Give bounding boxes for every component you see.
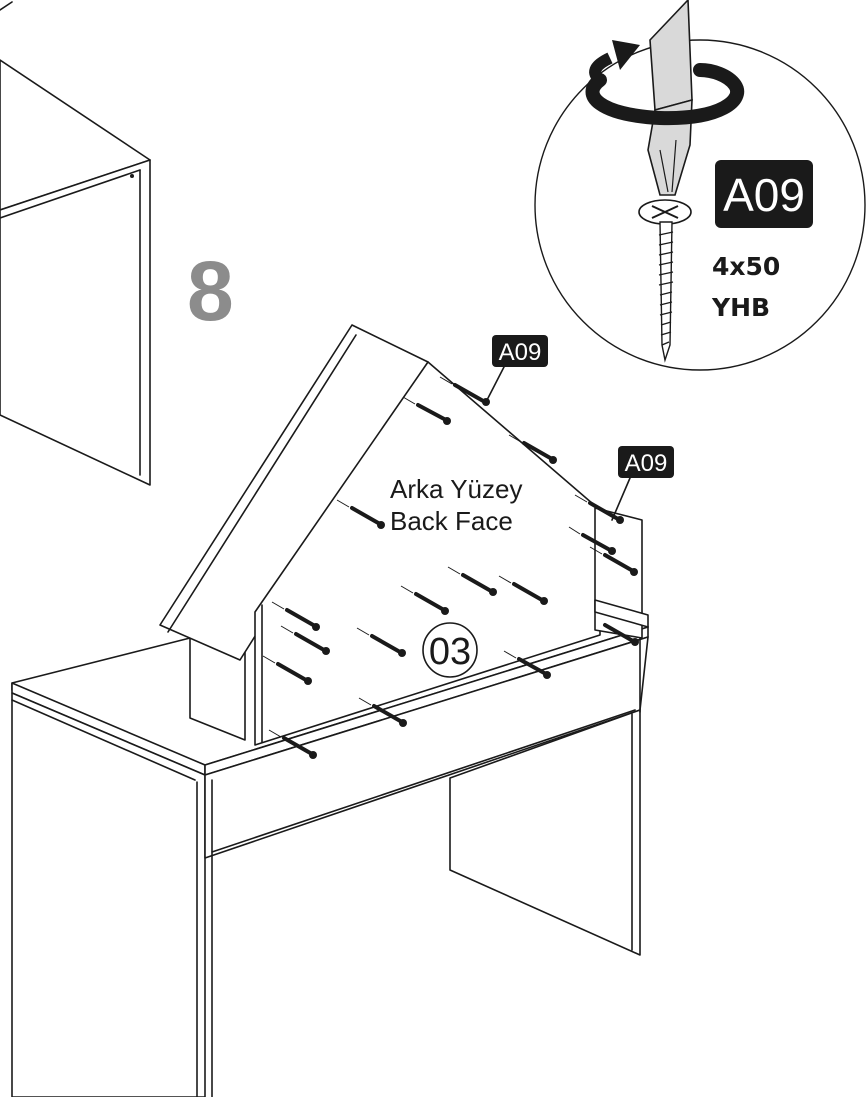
detail-screw-code: A09 [723, 169, 805, 221]
rotate-arrow-icon [585, 40, 744, 126]
screw [356, 627, 406, 657]
screw-code-badge-large [715, 160, 813, 228]
screw [498, 575, 548, 605]
screw-detail-inset: A09 4x50 YHB [534, 0, 866, 371]
screw [268, 729, 317, 759]
screw [447, 566, 497, 596]
part-number-marker: 03 [422, 622, 478, 678]
screw-callout-2: A09 [611, 446, 674, 521]
screws [262, 376, 639, 759]
screw [503, 650, 551, 679]
screw-icon [638, 199, 692, 363]
panel-label-en: Back Face [390, 506, 513, 536]
previous-step-desk [0, 1, 151, 486]
screw [589, 546, 638, 576]
hutch-assembly [159, 324, 649, 746]
screw-size: 4x50 [712, 252, 780, 281]
screw-code-badge: A09 [625, 450, 668, 477]
screw [508, 434, 557, 464]
screw [280, 625, 330, 655]
part-number: 03 [429, 631, 471, 673]
screw-type: YHB [711, 293, 770, 322]
panel-label-tr: Arka Yüzey [390, 474, 522, 504]
screw [336, 499, 385, 529]
step-number: 8 [187, 244, 234, 338]
screw [271, 601, 320, 631]
screw [603, 623, 639, 646]
screw [402, 396, 451, 425]
screw [262, 655, 312, 685]
screw [400, 585, 449, 615]
screw-callout-1: A09 [485, 335, 548, 403]
screw-code-badge: A09 [499, 339, 542, 366]
screw [568, 526, 616, 555]
screw [358, 697, 407, 727]
